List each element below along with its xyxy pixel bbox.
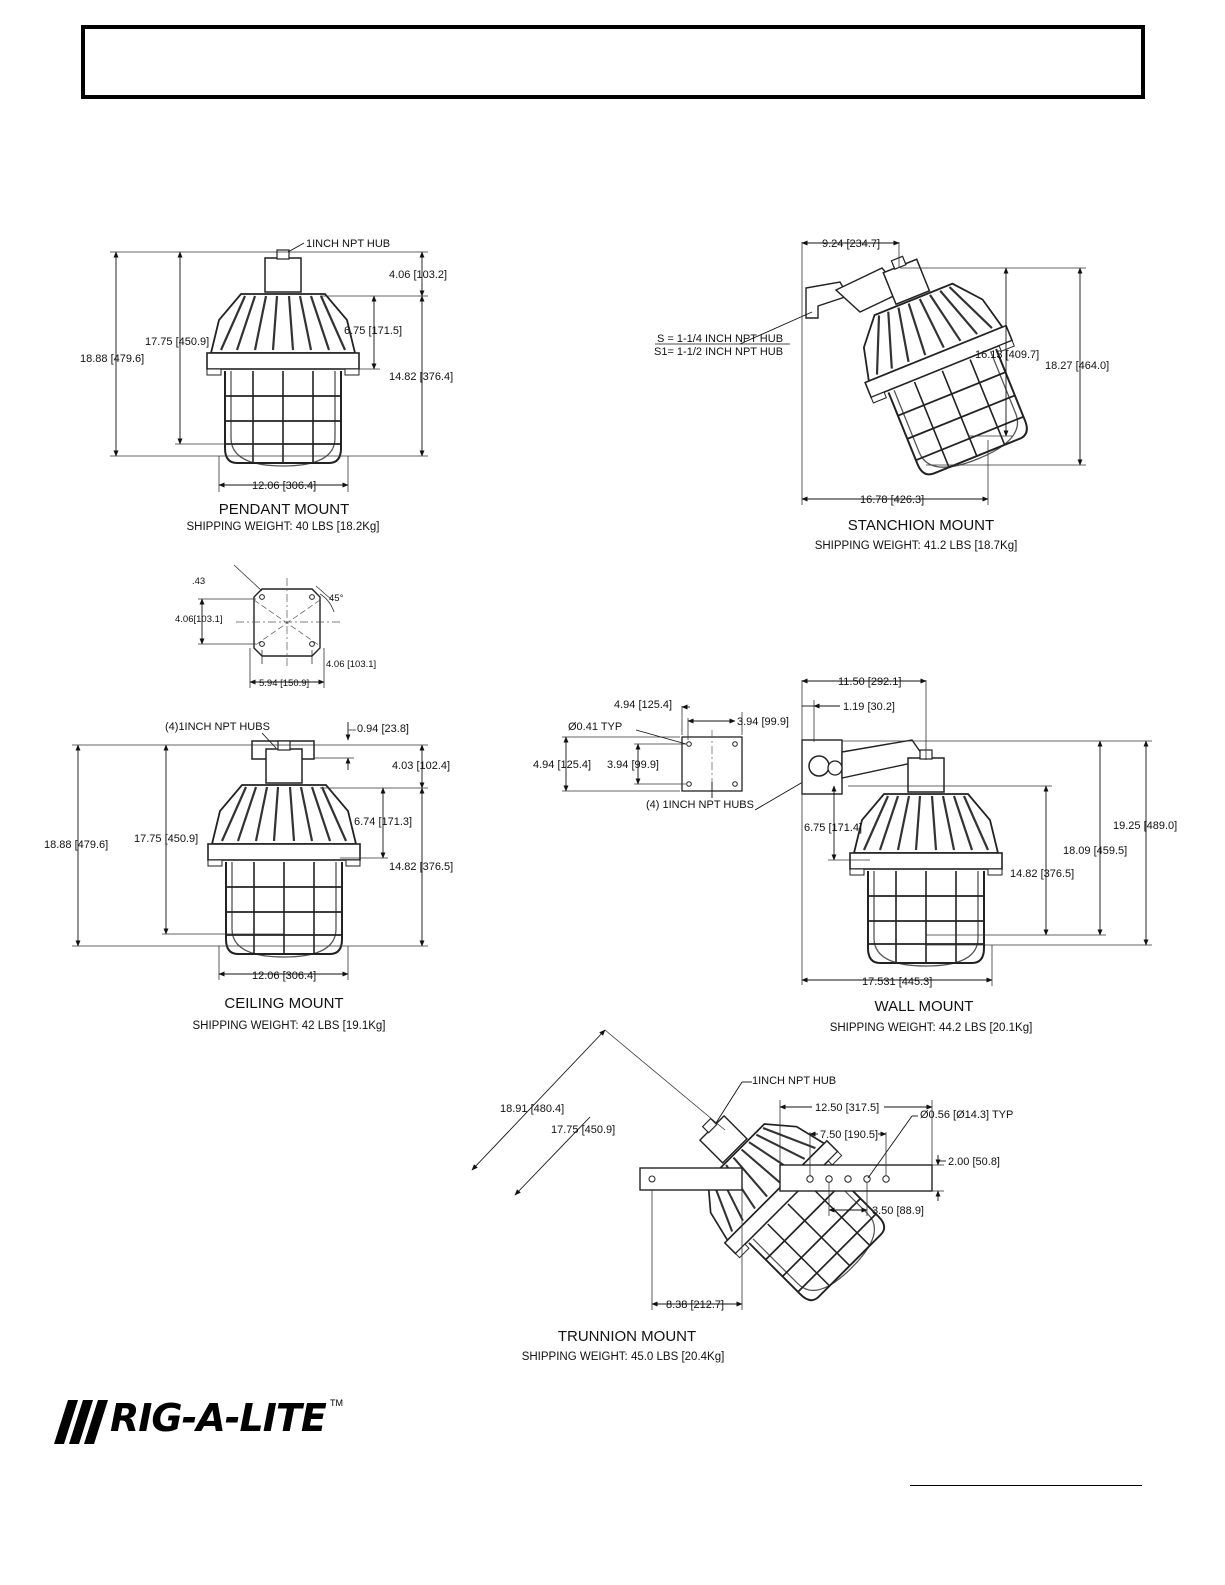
plate-dim-width: 5.94 [150.9] — [259, 678, 309, 689]
wall-dim-bracket-height: 4.94 [125.4] — [533, 759, 591, 771]
pendant-dim-lower: 14.82 [376.4] — [389, 371, 453, 383]
ceiling-dim-overall: 17.75 [450.9] — [134, 833, 198, 845]
trunnion-dim-overall: 17.75 [450.9] — [551, 1124, 615, 1136]
stanchion-hub-s: S = 1-1/4 INCH NPT HUB — [657, 333, 783, 345]
stanchion-dim-height: 16.13 [409.7] — [975, 349, 1039, 361]
ceiling-dim-plate: 0.94 [23.8] — [357, 723, 409, 735]
wall-dim-total: 19.25 [489.0] — [1113, 820, 1177, 832]
trunnion-dim-total: 18.91 [480.4] — [500, 1103, 564, 1115]
plate-dim-angle: 45° — [329, 593, 344, 604]
pendant-dim-total: 18.88 [479.6] — [80, 353, 144, 365]
stanchion-dim-width: 16.78 [426.3] — [860, 494, 924, 506]
wall-dim-lower: 14.82 [376.5] — [1010, 868, 1074, 880]
wall-dim-width: 17.531 [445.3] — [862, 976, 932, 988]
trunnion-drawing — [471, 1029, 904, 1320]
stanchion-weight: SHIPPING WEIGHT: 41.2 LBS [18.7Kg] — [815, 540, 1018, 552]
title-box — [81, 25, 1145, 99]
plate-dim-vertical: 4.06[103.1] — [175, 614, 223, 625]
plate-drawing — [198, 564, 340, 688]
trunnion-dim-hole-spacing: 7.50 [190.5] — [820, 1129, 878, 1141]
wall-dim-bracket-width: 4.94 [125.4] — [614, 699, 672, 711]
stanchion-caption: STANCHION MOUNT — [848, 517, 994, 534]
wall-dim-body: 6.75 [171.4] — [804, 822, 862, 834]
trunnion-dim-arm: 8.38 [212.7] — [666, 1299, 724, 1311]
logo-trademark: TM — [330, 1398, 343, 1408]
ceiling-drawing — [72, 722, 428, 980]
stanchion-dim-offset: 9.24 [234.7] — [822, 238, 880, 250]
ceiling-hubs-label: (4)1INCH NPT HUBS — [165, 721, 270, 733]
wall-dim-overall: 18.09 [459.5] — [1063, 845, 1127, 857]
trunnion-hub-label: 1INCH NPT HUB — [752, 1075, 836, 1087]
pendant-dim-width: 12.06 [306.4] — [252, 480, 316, 492]
trunnion-dim-center: 3.50 [88.9] — [872, 1205, 924, 1217]
logo-slash-icon — [54, 1400, 108, 1444]
ceiling-dim-total: 18.88 [479.6] — [44, 839, 108, 851]
plate-dim-offset: 4.06 [103.1] — [326, 659, 376, 670]
logo-text: RIG-A-LITE — [110, 1396, 327, 1440]
wall-drawing — [801, 678, 1152, 986]
ceiling-dim-body: 6.74 [171.3] — [354, 816, 412, 828]
signature-line — [910, 1485, 1142, 1486]
trunnion-weight: SHIPPING WEIGHT: 45.0 LBS [20.4Kg] — [522, 1351, 725, 1363]
ceiling-dim-width: 12.06 [306.4] — [252, 970, 316, 982]
wall-hubs-label: (4) 1INCH NPT HUBS — [646, 799, 754, 811]
wall-dim-hole-spacing: 3.94 [99.9] — [737, 716, 789, 728]
stanchion-dim-total: 18.27 [464.0] — [1045, 360, 1109, 372]
wall-dim-hole-vertical: 3.94 [99.9] — [607, 759, 659, 771]
pendant-hub-label: 1INCH NPT HUB — [306, 238, 390, 250]
wall-dim-plate: 1.19 [30.2] — [843, 701, 895, 713]
pendant-weight: SHIPPING WEIGHT: 40 LBS [18.2Kg] — [186, 521, 379, 533]
ceiling-dim-hub: 4.03 [102.4] — [392, 760, 450, 772]
pendant-dim-hub-height: 4.06 [103.2] — [389, 269, 447, 281]
stanchion-hub-s1: S1= 1-1/2 INCH NPT HUB — [654, 346, 783, 358]
trunnion-caption: TRUNNION MOUNT — [558, 1328, 696, 1345]
trunnion-bracket-detail — [779, 1100, 946, 1216]
pendant-dim-overall: 17.75 [450.9] — [145, 336, 209, 348]
trunnion-dim-hole: Ø0.56 [Ø14.3] TYP — [920, 1109, 1013, 1121]
wall-bracket-detail — [562, 704, 821, 811]
pendant-dim-body: 6.75 [171.5] — [344, 325, 402, 337]
wall-weight: SHIPPING WEIGHT: 44.2 LBS [20.1Kg] — [830, 1022, 1033, 1034]
trunnion-dim-bracket-height: 2.00 [50.8] — [948, 1156, 1000, 1168]
pendant-drawing — [110, 242, 428, 492]
rig-a-lite-logo: RIG-A-LITE TM — [52, 1394, 352, 1454]
plate-dim-hole: .43 — [192, 576, 205, 587]
wall-caption: WALL MOUNT — [875, 998, 974, 1015]
wall-dim-hole: Ø0.41 TYP — [568, 721, 622, 733]
stanchion-drawing — [655, 229, 1086, 505]
trunnion-dim-bracket-length: 12.50 [317.5] — [815, 1102, 879, 1114]
ceiling-weight: SHIPPING WEIGHT: 42 LBS [19.1Kg] — [192, 1020, 385, 1032]
wall-dim-projection: 11.50 [292.1] — [838, 676, 901, 688]
pendant-caption: PENDANT MOUNT — [219, 501, 350, 518]
ceiling-caption: CEILING MOUNT — [224, 995, 343, 1012]
ceiling-dim-lower: 14.82 [376.5] — [389, 861, 453, 873]
